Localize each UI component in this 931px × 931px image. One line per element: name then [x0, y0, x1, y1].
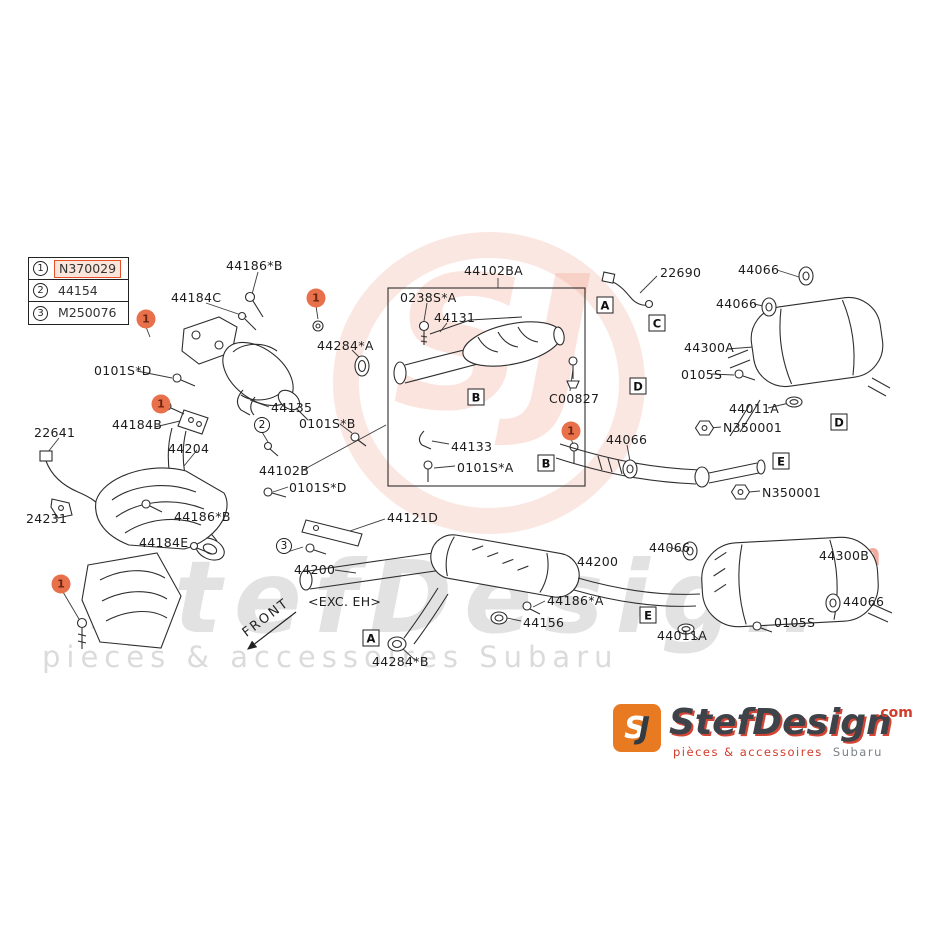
- part-label-44102b: 44102B: [259, 463, 310, 478]
- legend-row-n370029: 1 N370029: [29, 258, 129, 280]
- center-front-pipe-box: [350, 287, 586, 487]
- callout-box-a: A: [596, 296, 614, 314]
- callout-box-e: E: [772, 452, 790, 470]
- part-label-22690: 22690: [660, 265, 702, 280]
- part-label-44066: 44066: [606, 432, 648, 447]
- legend-row-44154: 2 44154: [29, 280, 129, 302]
- red-circle-marker-1: 1: [306, 288, 326, 308]
- legend-part-number: 44154: [58, 282, 98, 298]
- brand-tagline: pièces & accessoires Subaru: [673, 745, 883, 759]
- part-label-44011a: 44011A: [729, 401, 780, 416]
- brand-tagline-prefix: pièces & accessoires: [673, 745, 823, 759]
- part-label-44066: 44066: [649, 540, 691, 555]
- part-label-0105s: 0105S: [774, 615, 816, 630]
- red-circle-marker-1: 1: [151, 394, 171, 414]
- part-label-44102ba: 44102BA: [464, 263, 523, 278]
- part-label-44200: 44200: [577, 554, 619, 569]
- part-label-44300a: 44300A: [684, 340, 735, 355]
- part-label-44066: 44066: [738, 262, 780, 277]
- brand-logo: S J StefDesign .com pièces & accessoires…: [613, 699, 918, 763]
- part-label-44186b: 44186*B: [226, 258, 283, 273]
- part-label-44184b: 44184B: [112, 417, 163, 432]
- part-label-22641: 22641: [34, 425, 76, 440]
- brand-tld: .com: [875, 705, 913, 721]
- part-label-44184c: 44184C: [171, 290, 222, 305]
- brand-name: StefDesign: [669, 702, 892, 743]
- part-label-exceh: <EXC. EH>: [308, 594, 382, 609]
- part-label-24231: 24231: [26, 511, 68, 526]
- part-label-44284b: 44284*B: [372, 654, 429, 669]
- oxygen-sensor: [601, 271, 654, 309]
- legend-row-m250076: 3 M250076: [29, 302, 128, 324]
- part-label-44011a: 44011A: [657, 628, 708, 643]
- callout-box-e: E: [639, 606, 657, 624]
- legend-table: 1 N370029 2 44154 3 M250076: [28, 257, 130, 325]
- callout-box-a: A: [362, 629, 380, 647]
- part-label-44066: 44066: [843, 594, 885, 609]
- part-label-0101sd: 0101S*D: [289, 480, 347, 495]
- part-label-n350001: N350001: [723, 420, 783, 435]
- circled-number-marker-3: 3: [276, 538, 292, 554]
- part-label-44284a: 44284*A: [317, 338, 374, 353]
- legend-part-number: M250076: [58, 305, 117, 320]
- part-label-44186a: 44186*A: [547, 593, 604, 608]
- brand-tagline-subaru: Subaru: [832, 745, 883, 759]
- part-label-c00827: C00827: [549, 391, 600, 406]
- y-pipe-assembly: [555, 443, 766, 500]
- front-catalytic-assembly: [181, 291, 324, 421]
- part-label-44204: 44204: [168, 441, 210, 456]
- part-label-0101sb: 0101S*B: [299, 416, 356, 431]
- legend-part-number: N370029: [54, 259, 122, 278]
- part-label-n350001: N350001: [762, 485, 822, 500]
- part-label-44133: 44133: [451, 439, 493, 454]
- callout-box-d: D: [830, 413, 848, 431]
- red-circle-marker-1: 1: [136, 309, 156, 329]
- part-label-0105s: 0105S: [681, 367, 723, 382]
- red-circle-marker-1: 1: [561, 421, 581, 441]
- rear-muffler-upper: [694, 266, 891, 437]
- rear-muffler-lower: [677, 536, 893, 635]
- brand-monogram-s: S: [624, 710, 646, 746]
- part-label-44121d: 44121D: [387, 510, 439, 525]
- callout-box-d: D: [629, 377, 647, 395]
- legend-circled-number: 2: [33, 283, 48, 298]
- left-downpipe-assembly: [39, 373, 228, 649]
- middle-muffler-assembly: [299, 534, 701, 652]
- part-label-44184e: 44184E: [139, 535, 189, 550]
- part-label-0101sd: 0101S*D: [94, 363, 152, 378]
- part-label-0238sa: 0238S*A: [400, 290, 457, 305]
- stay-bracket: [263, 441, 363, 555]
- part-label-44300b: 44300B: [819, 548, 870, 563]
- part-label-44135: 44135: [271, 400, 313, 415]
- legend-circled-number: 3: [33, 305, 48, 321]
- callout-box-c: C: [648, 314, 666, 332]
- part-label-44186b: 44186*B: [174, 509, 231, 524]
- circled-number-marker-2: 2: [254, 417, 270, 433]
- part-label-0101sa: 0101S*A: [457, 460, 514, 475]
- legend-circled-number: 1: [33, 261, 48, 276]
- part-label-44066: 44066: [716, 296, 758, 311]
- brand-monogram-badge: S J: [613, 704, 661, 752]
- callout-box-b: B: [467, 388, 485, 406]
- part-label-44131: 44131: [434, 310, 476, 325]
- red-circle-marker-1: 1: [51, 574, 71, 594]
- brand-monogram-j: J: [638, 710, 650, 746]
- part-label-44156: 44156: [523, 615, 565, 630]
- callout-box-b: B: [537, 454, 555, 472]
- part-label-44200: 44200: [294, 562, 336, 577]
